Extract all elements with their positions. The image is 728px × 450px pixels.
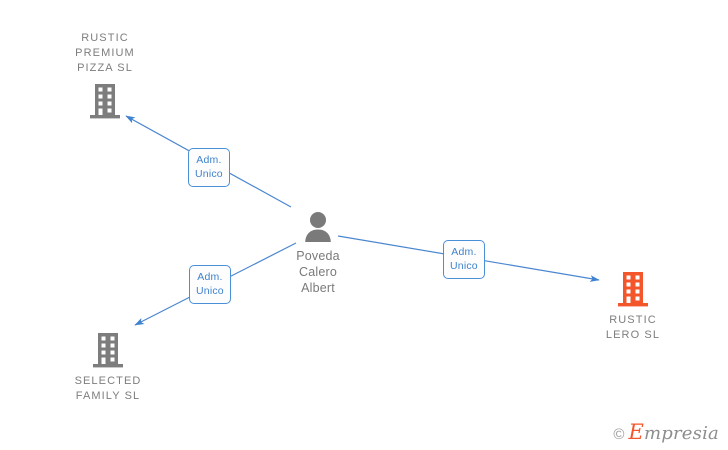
node-poveda-calero-albert[interactable]: Poveda Calero Albert bbox=[238, 211, 398, 296]
copyright-icon: © bbox=[613, 426, 625, 443]
node-selected-family-sl[interactable]: SELECTED FAMILY SL bbox=[28, 331, 188, 404]
node-label-poveda-calero-albert: Poveda Calero Albert bbox=[296, 249, 340, 295]
node-rustic-premium-pizza-sl[interactable]: RUSTIC PREMIUM PIZZA SL bbox=[25, 31, 185, 120]
brand-rest: mpresia bbox=[644, 423, 719, 444]
edge-label-selected[interactable]: Adm. Unico bbox=[189, 265, 231, 304]
node-label-rustic-lero-sl: RUSTIC LERO SL bbox=[605, 314, 661, 341]
node-label-selected-family-sl: SELECTED FAMILY SL bbox=[74, 375, 142, 402]
building-icon bbox=[91, 331, 125, 369]
building-icon bbox=[616, 270, 650, 308]
empresia-watermark: © Empresia bbox=[613, 420, 719, 444]
edge-label-pizza[interactable]: Adm. Unico bbox=[188, 148, 230, 187]
node-rustic-lero-sl[interactable]: RUSTIC LERO SL bbox=[553, 270, 713, 343]
node-label-rustic-premium-pizza-sl: RUSTIC PREMIUM PIZZA SL bbox=[75, 32, 135, 74]
brand-name: Empresia bbox=[628, 420, 719, 444]
building-icon bbox=[88, 82, 122, 120]
edge-label-lero[interactable]: Adm. Unico bbox=[443, 240, 485, 279]
brand-first-letter: E bbox=[628, 420, 645, 444]
person-icon bbox=[301, 211, 335, 243]
